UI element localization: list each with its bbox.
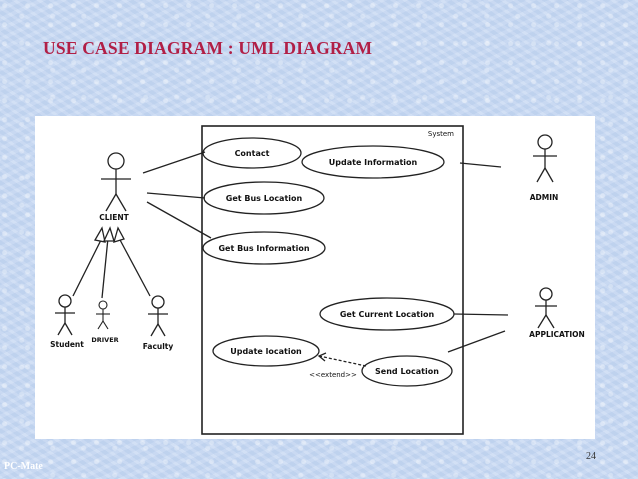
system-boundary <box>201 125 464 435</box>
assoc-admin-update-information <box>459 162 502 168</box>
extend-arrowhead <box>317 352 327 362</box>
assoc-client-get-bus-location <box>146 192 206 199</box>
slide-number: 24 <box>586 451 596 462</box>
use-case-update-information-label: Update Information <box>329 158 418 167</box>
actor-faculty <box>148 295 168 337</box>
generalization-student <box>72 237 103 297</box>
assoc-client-get-bus-information <box>146 201 212 239</box>
actor-driver-label: DRIVER <box>91 336 118 344</box>
actor-student-label: Student <box>50 340 84 349</box>
use-case-diagram: System Contact Update Information Get Bu… <box>35 116 595 439</box>
actor-client-label: CLIENT <box>99 213 129 222</box>
actor-faculty-label: Faculty <box>143 342 174 351</box>
actor-client <box>101 152 131 212</box>
generalization-arrow-faculty <box>113 226 125 243</box>
generalization-faculty <box>118 237 151 297</box>
use-case-update-location-label: Update location <box>230 347 302 356</box>
assoc-client-contact <box>142 151 206 174</box>
use-case-update-location <box>212 335 320 367</box>
actor-application-label: APPLICATION <box>529 330 585 339</box>
extend-label: <<extend>> <box>309 371 357 379</box>
slide-title: USE CASE DIAGRAM : UML DIAGRAM <box>43 38 373 58</box>
actor-driver <box>96 300 110 330</box>
assoc-application-send-location <box>447 330 506 353</box>
assoc-application-get-current-location <box>453 313 509 316</box>
use-case-get-bus-location-label: Get Bus Location <box>226 194 303 203</box>
use-case-get-current-location <box>319 297 455 331</box>
use-case-send-location-label: Send Location <box>375 367 439 376</box>
system-label: System <box>428 130 454 138</box>
use-case-contact-label: Contact <box>235 149 270 158</box>
use-case-get-bus-location <box>203 181 325 215</box>
use-case-get-current-location-label: Get Current Location <box>340 310 435 319</box>
use-case-update-information <box>301 145 445 179</box>
use-case-get-bus-information-label: Get Bus Information <box>218 244 309 253</box>
actor-application <box>535 287 557 329</box>
actor-admin <box>533 134 557 183</box>
use-case-get-bus-information <box>202 231 326 265</box>
extend-dependency <box>318 355 367 367</box>
actor-admin-label: ADMIN <box>530 193 559 202</box>
generalization-driver <box>101 237 109 299</box>
use-case-send-location <box>361 355 453 387</box>
watermark: PC-Mate <box>4 461 43 472</box>
actor-student <box>55 294 75 336</box>
diagram-canvas: System Contact Update Information Get Bu… <box>50 125 585 435</box>
use-case-contact <box>202 137 302 169</box>
generalization-arrow-driver <box>102 226 115 242</box>
generalization-arrow-student <box>93 226 106 243</box>
